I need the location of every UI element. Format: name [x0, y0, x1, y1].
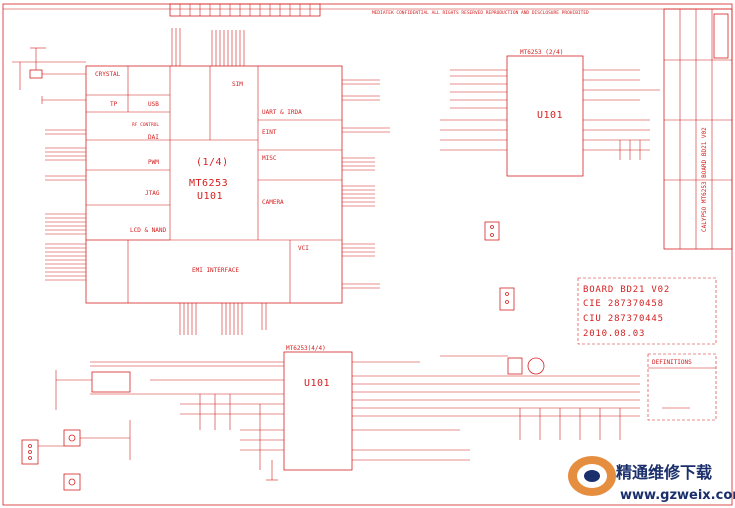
label-lcd-nand: LCD & NAND [130, 227, 167, 234]
board-info-box [577, 277, 717, 345]
watermark-logo [568, 456, 616, 496]
power-chip-ref: U101 [304, 378, 330, 389]
power-part-label: MT6253(4/4) [286, 345, 326, 352]
board-date: 2010.08.03 [583, 329, 645, 339]
board-ciu: CIU 287370445 [583, 314, 664, 324]
header-note: MEDIATEK CONFIDENTIAL ALL RIGHTS RESERVE… [372, 10, 589, 16]
label-pwm: PWM [148, 159, 159, 166]
watermark-url: www.gzweix.com [620, 488, 735, 503]
title-block-text: CALYPSO MT6253 BOARD BD21 V02 [701, 127, 708, 232]
small-connectors [484, 221, 515, 311]
board-name: BOARD BD21 V02 [583, 285, 670, 295]
audio-part-label: MT6253 (2/4) [520, 49, 563, 56]
bottom-left-components [21, 370, 131, 491]
label-misc: MISC [262, 155, 277, 162]
label-jtag: JTAG [145, 190, 160, 197]
label-vci: VCI [298, 245, 309, 252]
main-chip-left-pins [45, 129, 86, 281]
label-camera: CAMERA [262, 199, 284, 206]
main-chip-ref: U101 [197, 191, 223, 202]
label-usb: USB [148, 101, 159, 108]
definitions-title: DEFINITIONS [652, 359, 692, 366]
label-crystal: CRYSTAL [95, 71, 121, 78]
sheet-border [2, 3, 733, 506]
motor-component [440, 355, 545, 375]
main-chip-top-pins [171, 28, 245, 66]
title-block [663, 8, 733, 250]
label-tp: TP [110, 101, 118, 108]
power-chip-block [90, 351, 640, 481]
crystal-circuit [12, 47, 86, 104]
watermark-cn: 精通维修下载 [616, 463, 712, 482]
main-chip-bottom-pins [179, 303, 267, 335]
label-uart-irda: UART & IRDA [262, 109, 302, 116]
audio-chip-ref: U101 [537, 110, 563, 121]
top-ruler [169, 3, 321, 17]
definitions-box [647, 353, 717, 421]
label-rf-control: RF CONTROL [132, 122, 159, 128]
main-chip-block [85, 65, 343, 304]
label-dai: DAI [148, 134, 159, 141]
main-chip-name: MT6253 [189, 178, 228, 189]
main-chip-right-pins [342, 79, 390, 289]
main-part-label: (1/4) [196, 157, 229, 168]
audio-chip-block [440, 55, 660, 177]
board-cie: CIE 287370458 [583, 299, 664, 309]
label-eint: EINT [262, 129, 277, 136]
label-emi: EMI INTERFACE [192, 267, 239, 274]
label-sim: SIM [232, 81, 243, 88]
